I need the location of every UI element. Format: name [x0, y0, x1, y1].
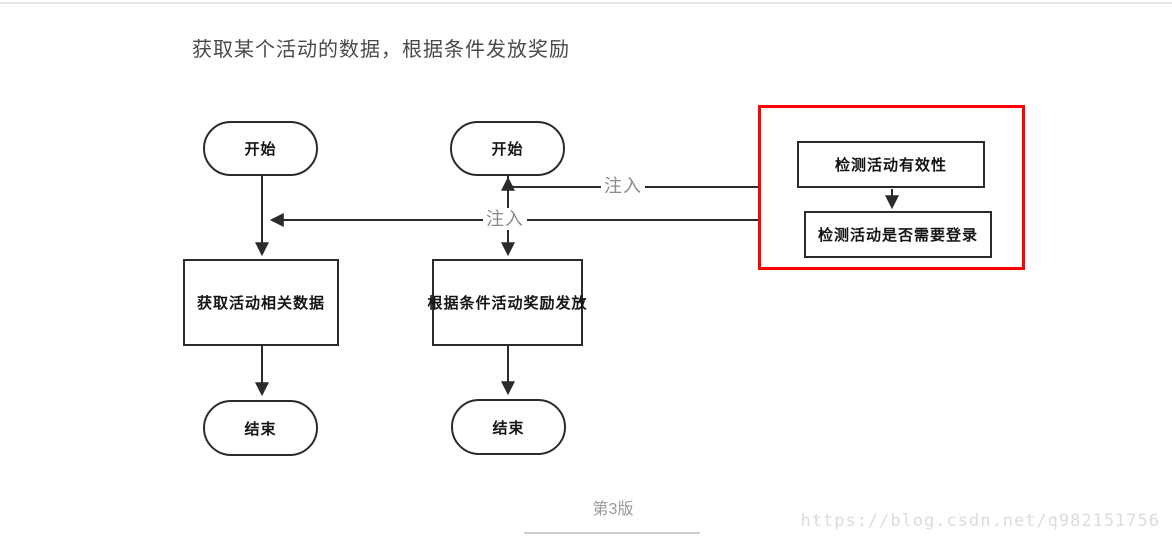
- inject-label-2: 注入: [483, 208, 527, 230]
- page-title: 获取某个活动的数据，根据条件发放奖励: [192, 39, 570, 61]
- node-middle-process: 根据条件活动奖励发放: [428, 259, 587, 346]
- node-left-process-label: 获取活动相关数据: [196, 295, 325, 312]
- node-left-start-label: 开始: [244, 141, 277, 158]
- node-left-process: 获取活动相关数据: [183, 259, 339, 346]
- top-border-line: [0, 2, 1172, 4]
- node-left-end: 结束: [203, 400, 318, 456]
- injection-highlight-box: [758, 105, 1025, 270]
- node-check-login-label: 检测活动是否需要登录: [817, 227, 978, 244]
- node-left-end-label: 结束: [244, 420, 277, 438]
- inject-label-1: 注入: [601, 175, 645, 197]
- footer-divider: [524, 532, 700, 534]
- node-check-login: 检测活动是否需要登录: [804, 211, 992, 258]
- node-left-start: 开始: [203, 121, 318, 176]
- node-middle-start-label: 开始: [491, 141, 524, 158]
- node-middle-process-label: 根据条件活动奖励发放: [427, 295, 588, 312]
- node-middle-start: 开始: [450, 121, 565, 176]
- watermark-url: https://blog.csdn.net/q982151756: [800, 511, 1160, 531]
- node-check-validity-label: 检测活动有效性: [834, 157, 947, 174]
- node-middle-end: 结束: [451, 399, 566, 455]
- node-check-validity: 检测活动有效性: [797, 141, 985, 188]
- inject-line-validity-to-middle-start: [501, 176, 758, 191]
- node-middle-end-label: 结束: [492, 419, 525, 437]
- version-label: 第3版: [592, 501, 634, 518]
